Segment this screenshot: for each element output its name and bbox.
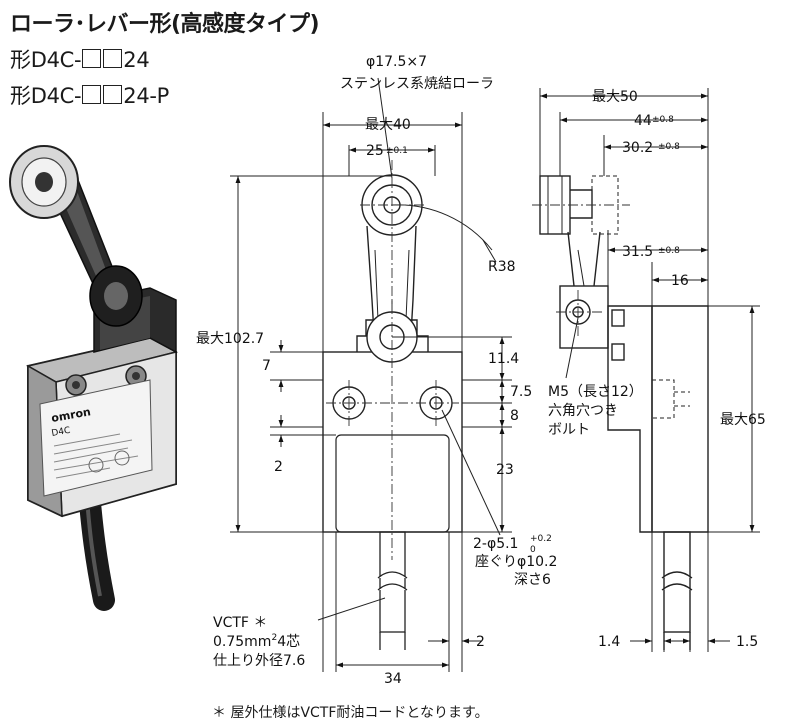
dim-31-5-tolerance: ±0.8: [658, 246, 680, 256]
hole-tol-upper: +0.2: [530, 534, 552, 544]
model-label: D4C: [51, 426, 71, 439]
model-line-2-prefix: 形D4C-: [10, 84, 82, 108]
hole-spec-1: 2-φ5.1: [473, 536, 518, 552]
dim-44: 44: [634, 113, 652, 129]
cable-spec-2b: 4芯: [277, 634, 300, 650]
placeholder-box: [103, 49, 123, 68]
footnote: ＊ 屋外仕様はVCTF耐油コードとなります。: [212, 705, 489, 721]
dim-max50: 最大50: [592, 89, 638, 105]
cable-spec-2a: 0.75mm: [213, 634, 271, 650]
dim-r38: R38: [488, 259, 516, 275]
model-line-1-suffix: 24: [123, 48, 150, 72]
dim-25-tolerance: ±0.1: [386, 146, 408, 156]
model-line-2: 形D4C- 24-P: [10, 80, 169, 110]
dim-2-bottom: 2: [476, 634, 485, 650]
dim-max40: 最大40: [365, 117, 411, 133]
dim-23: 23: [496, 462, 514, 478]
bolt-spec-1: M5（長さ12）: [548, 384, 643, 400]
dim-max65: 最大65: [720, 412, 766, 428]
model-line-1: 形D4C- 24: [10, 44, 150, 74]
page-title: ローラ･レバー形(高感度タイプ): [10, 12, 320, 37]
dim-44-tolerance: ±0.8: [652, 115, 674, 125]
dim-31-5: 31.5: [622, 244, 653, 260]
dim-1-4: 1.4: [598, 634, 620, 650]
dim-1-5: 1.5: [736, 634, 758, 650]
dim-25: 25: [366, 143, 384, 159]
centerlines: [326, 160, 459, 560]
dim-30-2-tolerance: ±0.8: [658, 142, 680, 152]
model-line-2-suffix: 24-P: [123, 84, 170, 108]
bolt-spec-2: 六角穴つき: [548, 403, 618, 419]
hole-spec-3: 深さ6: [514, 572, 551, 588]
dim-7: 7: [262, 358, 271, 374]
dim-30-2: 30.2: [622, 140, 653, 156]
dim-11-4: 11.4: [488, 351, 519, 367]
cable-spec-2-sup: 2: [271, 633, 277, 643]
cable-spec-1: VCTF ＊: [213, 615, 267, 631]
roller-spec-1: φ17.5×7: [366, 54, 427, 70]
front-dimensions: [230, 77, 512, 672]
switch-body: [322, 351, 463, 533]
placeholder-box: [82, 49, 102, 68]
front-view: [322, 174, 493, 650]
side-centerlines: [532, 204, 630, 336]
cable-spec-3: 仕上り外径7.6: [213, 653, 305, 669]
model-line-1-prefix: 形D4C-: [10, 48, 82, 72]
product-photo: omron D4C: [9, 145, 179, 611]
side-dimensions: [539, 88, 760, 652]
dim-34: 34: [384, 671, 402, 687]
dim-16: 16: [671, 273, 689, 289]
roller-spec-2: ステンレス系焼結ローラ: [340, 76, 494, 92]
dim-7-5: 7.5: [510, 384, 532, 400]
hole-tol-lower: 0: [530, 545, 536, 555]
placeholder-box: [103, 85, 123, 104]
bolt-spec-3: ボルト: [548, 422, 590, 438]
hole-spec-2: 座ぐりφ10.2: [475, 554, 557, 570]
dim-2-left: 2: [274, 459, 283, 475]
dim-8: 8: [510, 408, 519, 424]
placeholder-box: [82, 85, 102, 104]
cover-plate: [335, 434, 450, 533]
cable-spec-2: 0.75mm24芯: [213, 633, 300, 650]
dim-max102: 最大102.7: [196, 331, 264, 347]
